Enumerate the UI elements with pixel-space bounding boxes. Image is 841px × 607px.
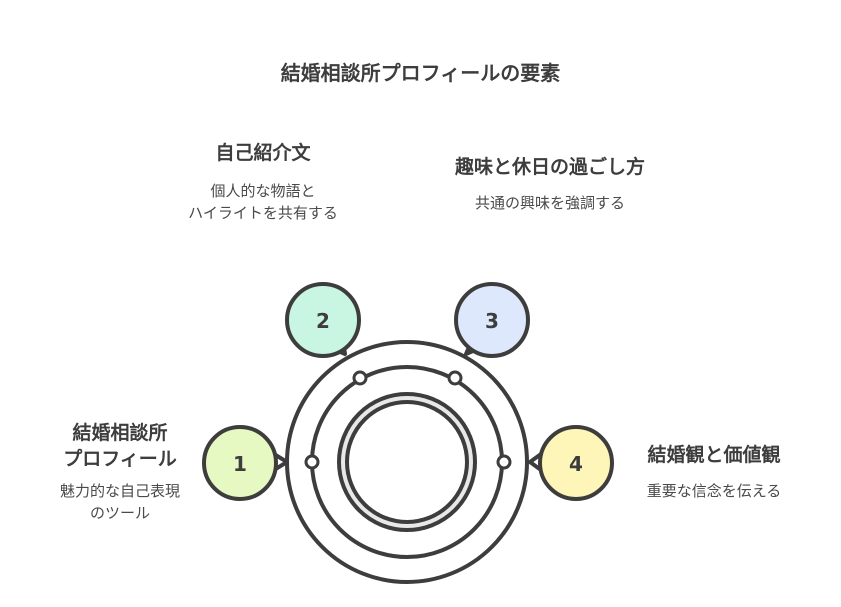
item-1-heading: 結婚相談所プロフィール bbox=[20, 420, 220, 472]
desc-line: のツール bbox=[89, 504, 150, 522]
item-2-desc: 個人的な物語とハイライトを共有する bbox=[143, 180, 383, 224]
desc-line: ハイライトを共有する bbox=[188, 204, 338, 222]
heading-line: 結婚相談所 bbox=[72, 422, 168, 444]
bubble-2 bbox=[285, 282, 361, 358]
bubble-number-1: 1 bbox=[233, 452, 247, 476]
bubble-1 bbox=[202, 425, 289, 501]
outer-ring bbox=[285, 340, 529, 584]
item-4-label: 結婚観と価値観 重要な信念を伝える bbox=[614, 442, 814, 502]
node-dot bbox=[352, 370, 368, 386]
bubble-number-3: 3 bbox=[485, 309, 499, 333]
node-dot bbox=[447, 370, 463, 386]
inner-ring-highlight bbox=[337, 392, 477, 532]
bubble-3 bbox=[454, 282, 530, 358]
item-4-desc: 重要な信念を伝える bbox=[646, 482, 782, 500]
item-2-heading: 自己紹介文 bbox=[215, 142, 311, 164]
item-2-label: 自己紹介文 個人的な物語とハイライトを共有する bbox=[143, 140, 383, 224]
item-3-desc: 共通の興味を強調する bbox=[474, 194, 625, 212]
inner-ring-outer bbox=[337, 392, 477, 532]
item-3-label: 趣味と休日の過ごし方 共通の興味を強調する bbox=[400, 154, 700, 214]
desc-line: 個人的な物語と bbox=[210, 182, 316, 200]
item-1-label: 結婚相談所プロフィール 魅力的な自己表現のツール bbox=[20, 420, 220, 524]
item-3-heading: 趣味と休日の過ごし方 bbox=[454, 156, 645, 178]
bubble-number-2: 2 bbox=[316, 309, 330, 333]
node-dot bbox=[304, 454, 320, 470]
node-dot bbox=[496, 454, 512, 470]
heading-line: プロフィール bbox=[63, 448, 177, 470]
inner-ring-inner bbox=[345, 400, 469, 524]
bubble-4 bbox=[528, 425, 614, 501]
desc-line: 魅力的な自己表現 bbox=[59, 482, 180, 500]
item-4-heading: 結婚観と価値観 bbox=[647, 444, 781, 466]
bubble-number-4: 4 bbox=[569, 452, 583, 476]
diagram-title: 結婚相談所プロフィールの要素 bbox=[280, 61, 561, 85]
item-1-desc: 魅力的な自己表現のツール bbox=[20, 480, 220, 524]
